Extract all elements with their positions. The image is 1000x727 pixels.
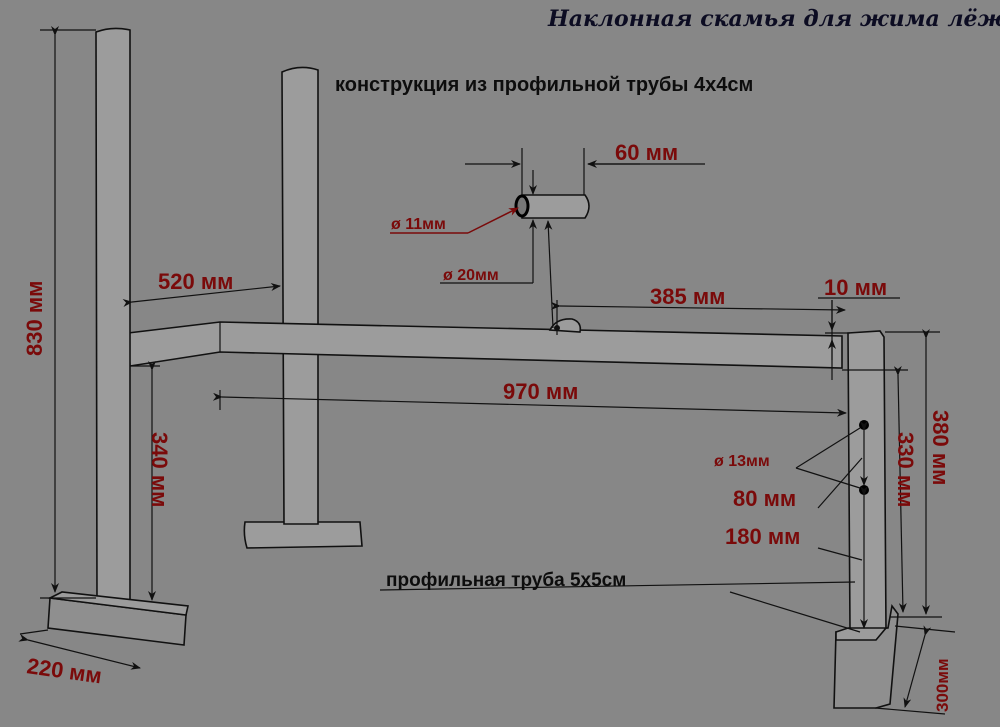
rear-foot-label: 300мм [933,658,952,712]
hole-spacing-label: 80 мм [733,486,796,511]
seat-beam [127,321,843,369]
pivot-bump [548,318,582,333]
dimension-lines [18,26,956,715]
back-post [281,66,319,525]
front-post [95,27,131,607]
frame [47,27,899,709]
pin-length-label: 60 мм [615,140,678,165]
pin-offset-label: 385 мм [650,284,725,309]
pin-inner-label: ø 11мм [391,216,446,233]
rear-inner-label: 330 мм [893,432,918,507]
rear-post [847,330,887,631]
front-foot-label: 220 мм [25,653,103,688]
lower-post-label: 340 мм [147,432,172,507]
post-height-label: 830 мм [22,281,47,356]
beam-length-label: 970 мм [503,379,578,404]
gap-label: 10 мм [824,275,887,300]
hole-dia-label: ø 13мм [714,453,770,470]
pin [521,194,590,219]
hole-height-label: 180 мм [725,524,800,549]
pin-outer-label: ø 20мм [443,267,499,284]
back-post-foot [243,521,363,549]
page-title: Наклонная скамья для жима лёжа [547,6,1000,32]
subtitle: конструкция из профильной трубы 4х4см [335,74,753,96]
rear-outer-label: 380 мм [928,410,953,485]
hole-upper [859,420,869,430]
base-note: профильная труба 5х5см [386,570,626,591]
pin-hole [514,194,530,218]
hole-lower [859,485,869,495]
arm-length-label: 520 мм [158,269,233,294]
